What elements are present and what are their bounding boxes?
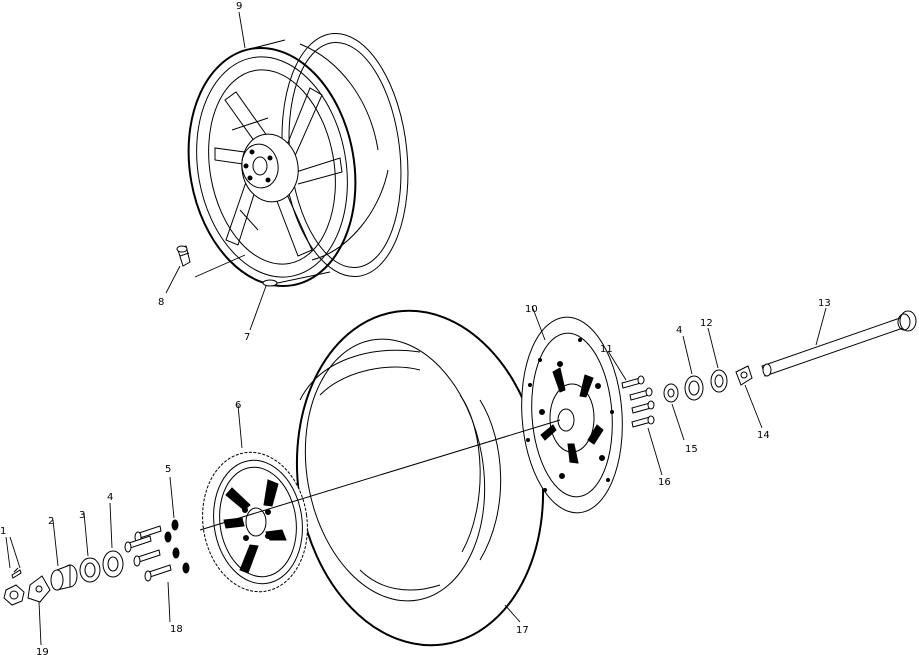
- callout-18: 18: [170, 624, 183, 635]
- callout-3: 3: [79, 510, 85, 521]
- callout-2: 2: [48, 516, 54, 527]
- callout-6: 6: [235, 400, 241, 411]
- disc-bolts: [621, 375, 655, 428]
- callout-11: 11: [600, 344, 613, 355]
- callout-13: 13: [818, 298, 831, 309]
- callout-19: 19: [36, 647, 49, 655]
- brake-disc: [521, 316, 623, 514]
- callout-10: 10: [525, 304, 538, 315]
- bearing-4-right: [684, 375, 704, 401]
- valve-stem: [176, 245, 191, 267]
- callout-17: 17: [516, 625, 529, 636]
- right-side-hardware: [663, 310, 917, 403]
- sprocket: [202, 451, 308, 593]
- axle-centerline: [199, 419, 561, 531]
- spacer-12: [710, 369, 728, 393]
- left-side-hardware: [3, 519, 190, 606]
- leader-lines: [5, 11, 827, 646]
- callout-1: 1: [0, 526, 6, 537]
- callouts: 9 8 7 6 5 4 3 2 1 19 18 10 11 16 15 4 12…: [0, 1, 831, 655]
- callout-12: 12: [700, 318, 713, 329]
- callout-5: 5: [165, 464, 171, 475]
- callout-9: 9: [236, 1, 242, 12]
- callout-15: 15: [685, 444, 698, 455]
- axle-13: [761, 317, 904, 377]
- callout-7: 7: [244, 332, 250, 343]
- callout-14: 14: [757, 430, 770, 441]
- callout-4-right: 4: [676, 325, 682, 336]
- callout-8: 8: [158, 297, 164, 308]
- callout-4-left: 4: [107, 492, 113, 503]
- wheel-rim: [187, 32, 409, 288]
- tire: [295, 309, 545, 647]
- callout-16: 16: [658, 477, 671, 488]
